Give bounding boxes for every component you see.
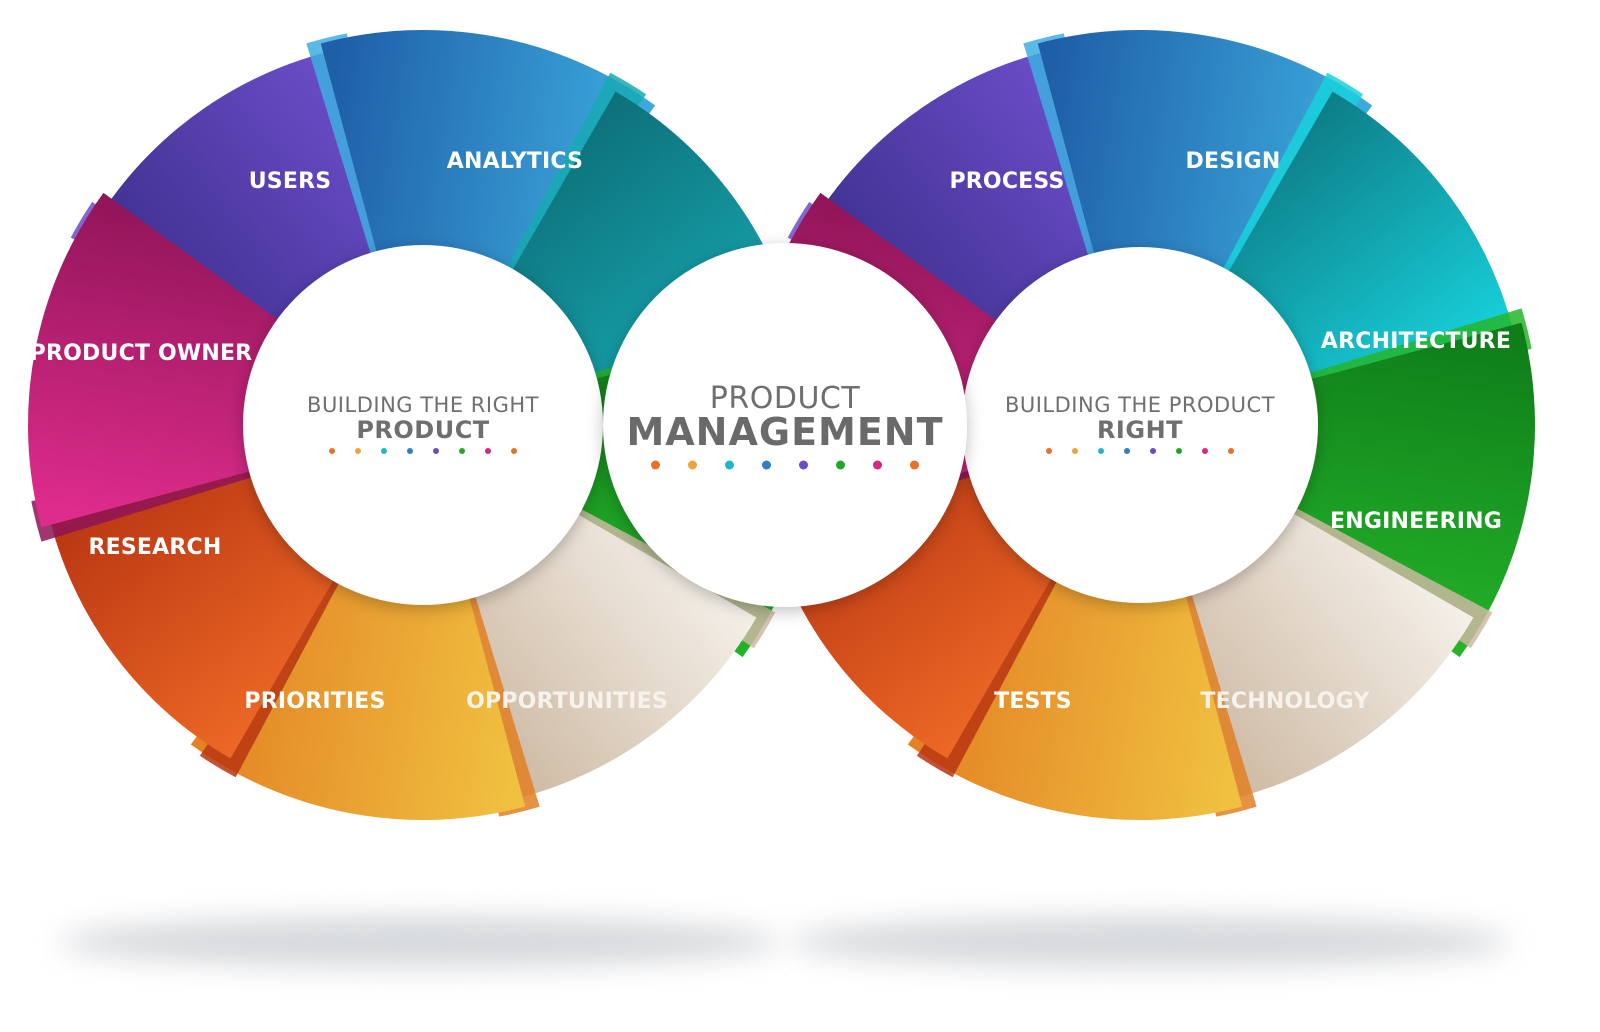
right-wheel-segment [1037,29,1373,304]
left-hub-dots [329,448,517,454]
center-hub-dots [651,460,919,470]
right-segment-label: TESTS [994,689,1072,714]
left-hub-dot [511,448,517,454]
center-hub-dot [836,460,845,470]
left-wheel-labels: USERS ANALYTICS OPPORTUNITIES PRIORITIES RES… [30,149,668,714]
left-hub-circle [243,245,603,605]
left-hub-dot [329,448,335,454]
left-segment-label: ANALYTICS [447,149,583,174]
center-hub-dot [651,460,660,470]
left-hub-dot [381,448,387,454]
center-hub-dot [910,460,919,470]
left-segment-label: OPPORTUNITIES [466,689,668,714]
center-hub-dot [873,460,882,470]
right-wheel-segment [1215,91,1521,402]
right-hub-dots [1046,448,1234,454]
center-hub-dot [762,460,771,470]
left-wheel-segment [320,29,656,304]
left-hub-line1: BUILDING THE RIGHT [307,393,539,417]
center-hub-dot [688,460,697,470]
right-hub-dot [1098,448,1104,454]
right-hub: BUILDING THE PRODUCT RIGHT [962,247,1318,603]
right-hub-dot [1176,448,1182,454]
right-hub-line1: BUILDING THE PRODUCT [1005,393,1275,417]
left-wheel-segment [28,192,302,528]
left-segment-label: PRODUCT OWNER [30,341,253,366]
left-wheel-segment [42,448,348,759]
left-hub-dot [355,448,361,454]
center-hub-dot [725,460,734,470]
right-wheel-segment [1261,322,1535,658]
right-hub-circle [962,247,1318,603]
right-hub-dot [1124,448,1130,454]
right-wheel-segment [907,546,1243,820]
center-hub-circle [603,243,967,607]
center-hub-dot [799,460,808,470]
left-wheel [28,29,819,820]
right-hub-dot [1202,448,1208,454]
right-segment-label: ARCHITECTURE [1321,329,1511,354]
left-hub-dot [407,448,413,454]
right-hub-dot [1046,448,1052,454]
right-hub-dot [1228,448,1234,454]
right-segment-label: DESIGN [1186,149,1281,174]
center-title-line1: PRODUCT [710,381,861,416]
right-wheel-labels: PROCESS DESIGN ARCHITECTURE ENGINEERING TECH… [949,149,1511,714]
left-wheel-segment [190,546,526,820]
left-hub-dot [459,448,465,454]
floor-shadow-right [790,916,1510,968]
right-hub-dot [1072,448,1078,454]
left-segment-label: RESEARCH [89,535,222,560]
left-segment-label: USERS [249,169,332,194]
left-hub-dot [433,448,439,454]
right-segment-label: PROCESS [949,169,1064,194]
right-wheel-segment [1163,500,1474,806]
right-segment-label: TECHNOLOGY [1200,689,1370,714]
center-title-line2: MANAGEMENT [626,410,943,454]
floor-shadow-left [60,916,780,968]
left-wheel-segment [446,500,757,806]
center-hub: PRODUCT MANAGEMENT [603,243,967,607]
right-hub-dot [1150,448,1156,454]
left-hub-dot [485,448,491,454]
left-segment-label: PRIORITIES [244,689,385,714]
right-segment-label: ENGINEERING [1330,509,1502,534]
left-hub-line2: PRODUCT [356,416,489,444]
left-hub: BUILDING THE RIGHT PRODUCT [243,245,603,605]
right-hub-line2: RIGHT [1097,416,1183,444]
